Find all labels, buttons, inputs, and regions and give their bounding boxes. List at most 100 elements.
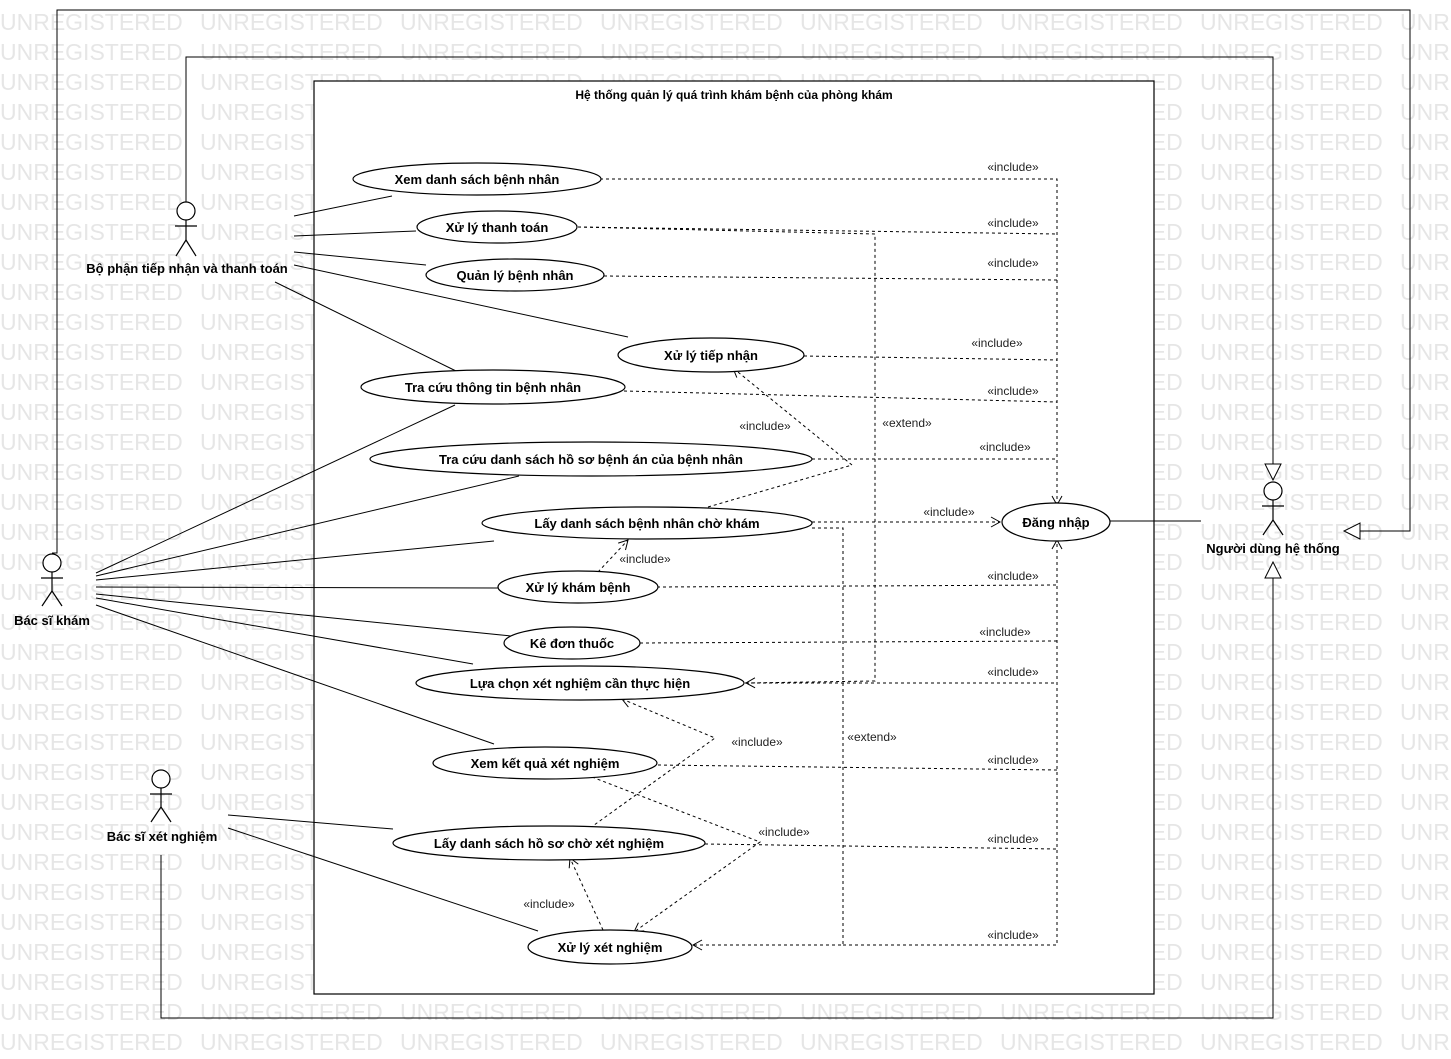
watermark-text: UNREGISTERED [400, 9, 583, 35]
include-label: «include» [739, 419, 791, 433]
watermark-text: UNREGISTERED [0, 669, 183, 695]
extend-edges [577, 226, 876, 951]
watermark-text: UNREGISTERED [1400, 489, 1451, 515]
actor-lab-doctor-label: Bác sĩ xét nghiệm [107, 829, 218, 844]
include-label: «include» [758, 825, 810, 839]
watermark-text: UNREGISTERED [800, 39, 983, 65]
watermark-text: UNREGISTERED [200, 9, 383, 35]
watermark-text: UNREGISTERED [1200, 129, 1383, 155]
watermark-text: UNREGISTERED [0, 399, 183, 425]
watermark-text: UNREGISTERED [1400, 279, 1451, 305]
watermark-text: UNREGISTERED [0, 849, 183, 875]
watermark-text: UNREGISTERED [0, 39, 183, 65]
watermark-text: UNREGISTERED [600, 9, 783, 35]
watermark-text: UNREGISTERED [1400, 399, 1451, 425]
watermark-text: UNREGISTERED [1400, 1029, 1451, 1055]
lab-associations [227, 814, 539, 932]
svg-text:Kê đơn thuốc: Kê đơn thuốc [530, 636, 614, 651]
watermark-text: UNREGISTERED [1400, 339, 1451, 365]
actor-reception[interactable]: Bộ phận tiếp nhận và thanh toán [86, 201, 288, 276]
use-case-process-tests[interactable]: Xử lý xét nghiệm [527, 929, 693, 965]
watermark-text: UNREGISTERED [1400, 99, 1451, 125]
watermark-text: UNREGISTERED [1400, 189, 1451, 215]
svg-text:Xử lý xét nghiệm: Xử lý xét nghiệm [558, 940, 663, 955]
watermark-text: UNREGISTERED [1400, 609, 1451, 635]
svg-text:Xem danh sách bệnh nhân: Xem danh sách bệnh nhân [395, 172, 560, 187]
use-case-manage-patients[interactable]: Quản lý bệnh nhân [425, 258, 605, 292]
use-case-lookup-records[interactable]: Tra cứu danh sách hồ sơ bệnh án của bệnh… [369, 441, 813, 477]
watermark-text: UNREGISTERED [0, 549, 183, 575]
use-case-view-results[interactable]: Xem kết quả xét nghiệm [432, 746, 658, 780]
watermark-text: UNREGISTERED [1400, 909, 1451, 935]
include-label: «include» [979, 440, 1031, 454]
watermark-text: UNREGISTERED [1000, 39, 1183, 65]
include-label: «include» [987, 256, 1039, 270]
watermark-text: UNREGISTERED [800, 999, 983, 1025]
watermark-text: UNREGISTERED [1200, 759, 1383, 785]
watermark-text: UNREGISTERED [0, 489, 183, 515]
reception-associations [274, 195, 629, 372]
include-label: «include» [923, 505, 975, 519]
watermark-text: UNREGISTERED [0, 159, 183, 185]
watermark-text: UNREGISTERED [1400, 219, 1451, 245]
watermark-text: UNREGISTERED [0, 69, 183, 95]
watermark-text: UNREGISTERED [1400, 9, 1451, 35]
use-case-prescription[interactable]: Kê đơn thuốc [503, 626, 641, 660]
watermark-text: UNREGISTERED [1200, 459, 1383, 485]
watermark-text: UNREGISTERED [1400, 699, 1451, 725]
watermark-text: UNREGISTERED [400, 39, 583, 65]
use-case-waiting-list[interactable]: Lấy danh sách bệnh nhân chờ khám [481, 506, 813, 540]
watermark-text: UNREGISTERED [1200, 579, 1383, 605]
include-label: «include» [619, 552, 671, 566]
svg-text:Quản lý bệnh nhân: Quản lý bệnh nhân [456, 268, 573, 283]
watermark-text: UNREGISTERED [1400, 999, 1451, 1025]
watermark-text: UNREGISTERED [1400, 879, 1451, 905]
watermark-text: UNREGISTERED [1400, 39, 1451, 65]
svg-text:Lấy danh sách hồ sơ chờ xét ng: Lấy danh sách hồ sơ chờ xét nghiệm [434, 836, 664, 851]
watermark-text: UNREGISTERED [1400, 729, 1451, 755]
watermark-text: UNREGISTERED [1400, 249, 1451, 275]
watermark-text: UNREGISTERED [0, 129, 183, 155]
watermark-text: UNREGISTERED [800, 1029, 983, 1055]
svg-text:Xử lý thanh toán: Xử lý thanh toán [446, 220, 549, 235]
use-case-lookup-patient[interactable]: Tra cứu thông tin bệnh nhân [360, 369, 626, 405]
svg-text:Xử lý khám bệnh: Xử lý khám bệnh [526, 580, 631, 595]
watermark-text: UNREGISTERED [0, 369, 183, 395]
watermark-text: UNREGISTERED [1200, 69, 1383, 95]
watermark-text: UNREGISTERED [1200, 669, 1383, 695]
watermark-text: UNREGISTERED [1400, 939, 1451, 965]
use-case-choose-tests[interactable]: Lựa chọn xét nghiệm cần thực hiện [415, 665, 745, 701]
watermark-text: UNREGISTERED [1400, 369, 1451, 395]
use-case-payment[interactable]: Xử lý thanh toán [416, 210, 578, 244]
watermark-text: UNREGISTERED [200, 1029, 383, 1055]
watermark-text: UNREGISTERED [200, 39, 383, 65]
watermark-text: UNREGISTERED [1200, 969, 1383, 995]
watermark-text: UNREGISTERED [0, 9, 183, 35]
watermark-text: UNREGISTERED [1000, 1029, 1183, 1055]
use-case-examination[interactable]: Xử lý khám bệnh [497, 570, 659, 604]
watermark-text: UNREGISTERED [0, 969, 183, 995]
watermark-text: UNREGISTERED [1200, 549, 1383, 575]
stick-figure-icon [41, 553, 63, 607]
watermark-text: UNREGISTERED [1400, 129, 1451, 155]
watermark-text: UNREGISTERED [0, 639, 183, 665]
use-case-login[interactable]: Đăng nhập [1001, 502, 1111, 542]
watermark-text: UNREGISTERED [1200, 279, 1383, 305]
watermark-text: UNREGISTERED [1200, 369, 1383, 395]
watermark-text: UNREGISTERED [600, 1029, 783, 1055]
watermark-text: UNREGISTERED [1200, 159, 1383, 185]
watermark-text: UNREGISTERED [1200, 639, 1383, 665]
actor-lab-doctor[interactable]: Bác sĩ xét nghiệm [107, 769, 218, 844]
generalization-lines [52, 9, 1411, 1019]
svg-text:Tra cứu danh sách hồ sơ bệnh á: Tra cứu danh sách hồ sơ bệnh án của bệnh… [439, 452, 743, 467]
watermark-text: UNREGISTERED [1200, 729, 1383, 755]
actor-doctor[interactable]: Bác sĩ khám [14, 553, 90, 628]
watermark-text: UNREGISTERED [1000, 999, 1183, 1025]
use-case-view-patients[interactable]: Xem danh sách bệnh nhân [352, 162, 602, 196]
watermark-text: UNREGISTERED [1200, 819, 1383, 845]
use-case-pending-tests[interactable]: Lấy danh sách hồ sơ chờ xét nghiệm [392, 825, 706, 861]
actor-system-user[interactable]: Người dùng hệ thống [1206, 481, 1340, 556]
use-case-reception[interactable]: Xử lý tiếp nhận [617, 337, 805, 373]
watermark-text: UNREGISTERED [0, 279, 183, 305]
use-cases: Xem danh sách bệnh nhân Xử lý thanh toán… [352, 162, 1111, 965]
